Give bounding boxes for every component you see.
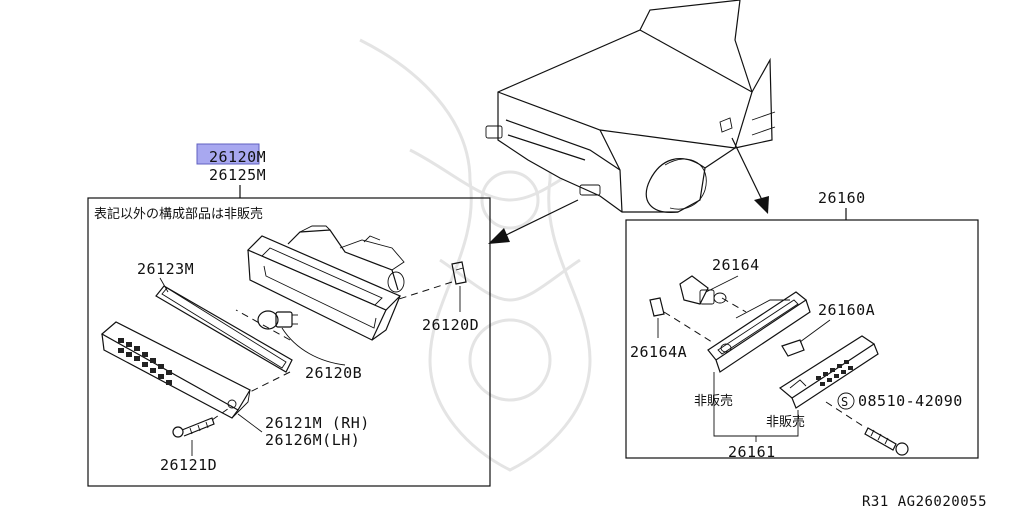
- lamp-housing: [246, 225, 405, 341]
- right-assembly-box: [625, 219, 979, 459]
- label-26120D[interactable]: 26120D: [422, 316, 479, 334]
- label-26120M[interactable]: 26120M: [209, 148, 266, 166]
- not-sold-label-1: 非販売: [694, 393, 733, 409]
- label-26121D[interactable]: 26121D: [160, 456, 217, 474]
- screw-26121D: [172, 417, 215, 438]
- label-26123M[interactable]: 26123M: [137, 260, 194, 278]
- label-26160A[interactable]: 26160A: [818, 301, 875, 319]
- label-26120B[interactable]: 26120B: [305, 364, 362, 382]
- highlight-26120M: [196, 143, 260, 165]
- left-assembly-box: [87, 197, 491, 487]
- label-26164A[interactable]: 26164A: [630, 343, 687, 361]
- lens-right: [778, 335, 879, 409]
- screw-symbol-s: S: [841, 395, 849, 409]
- arrow-to-right-box: [731, 137, 769, 214]
- label-08510-42090[interactable]: 08510-42090: [858, 392, 963, 410]
- label-26126M-lh[interactable]: 26126M(LH): [265, 431, 360, 449]
- label-26160[interactable]: 26160: [818, 189, 866, 207]
- gasket-26123M: [155, 285, 293, 373]
- label-26161[interactable]: 26161: [728, 443, 776, 461]
- lens-26121M: [100, 321, 251, 419]
- socket-26164: [679, 275, 727, 305]
- label-26121M-rh[interactable]: 26121M (RH): [265, 414, 370, 432]
- arrow-to-left-box: [488, 199, 579, 244]
- screw-08510-42090: [864, 427, 909, 456]
- note-left-box: 表記以外の構成部品は非販売: [94, 206, 263, 222]
- clip-26164A: [649, 297, 665, 317]
- diagram-code: R31 AG26020055: [862, 494, 987, 510]
- bulb-26120B: [257, 310, 298, 330]
- lens-right-pattern: [816, 360, 853, 386]
- label-26125M[interactable]: 26125M: [209, 166, 266, 184]
- lens-pattern: [118, 338, 172, 385]
- car-outline: [485, 0, 776, 213]
- bracket-26160A: [781, 339, 805, 357]
- housing-26161: [707, 291, 811, 373]
- not-sold-label-2: 非販売: [766, 414, 805, 430]
- label-26164[interactable]: 26164: [712, 256, 760, 274]
- clip-26120D: [451, 261, 467, 285]
- screw-symbol-circle: [837, 392, 855, 410]
